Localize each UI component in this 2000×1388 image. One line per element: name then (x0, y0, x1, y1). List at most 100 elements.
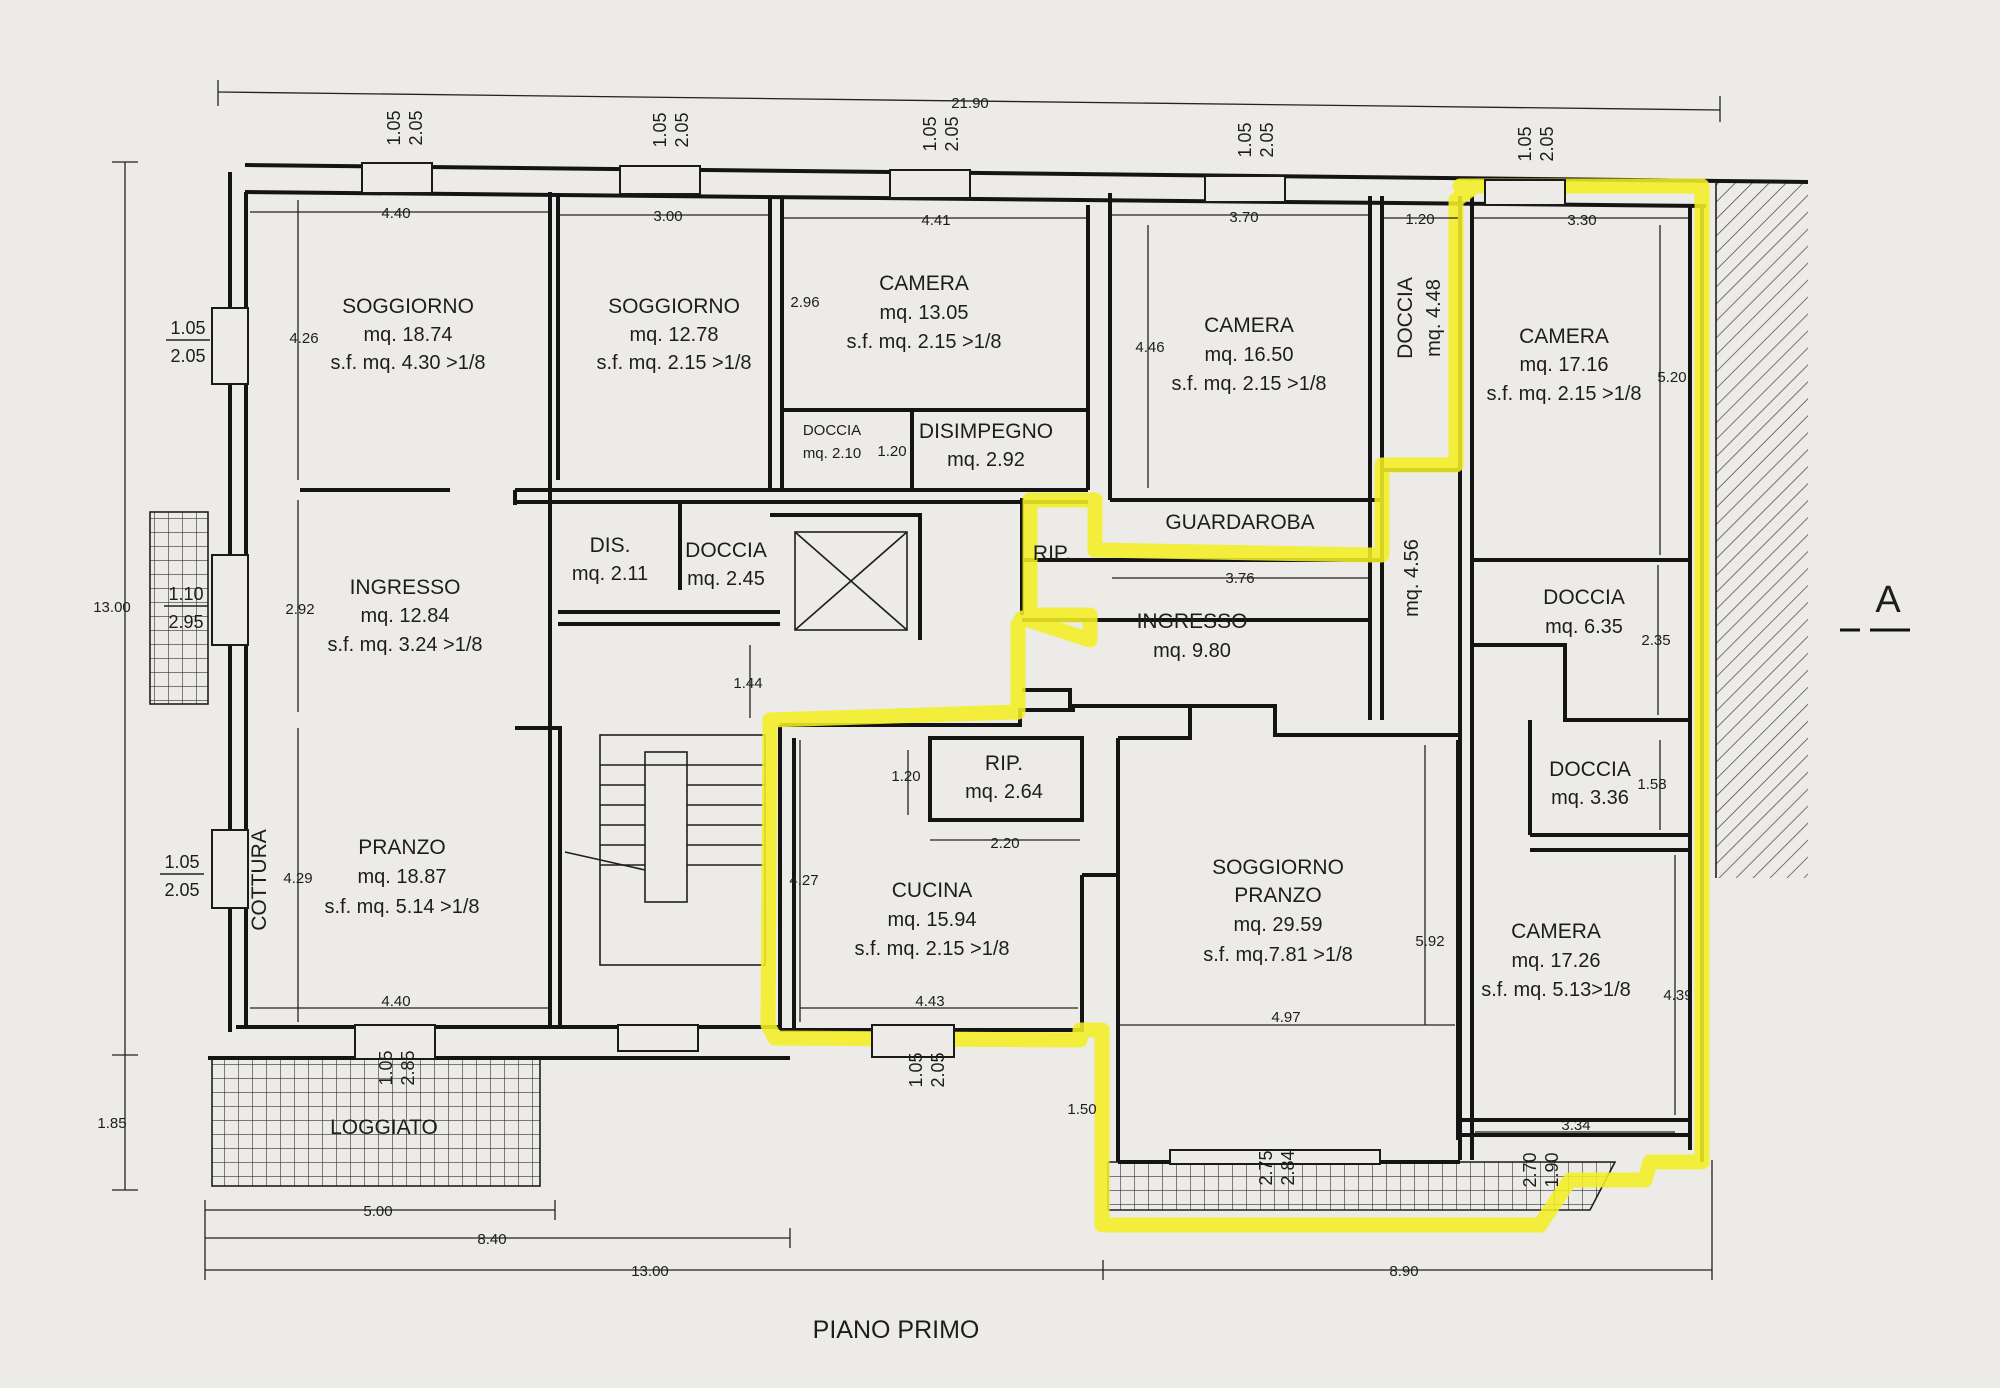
dim-h-doccia-small: 1.20 (877, 443, 906, 460)
section-letter: A (1875, 579, 1901, 621)
dim-w-pranzo: 4.40 (381, 993, 410, 1010)
room-soggiorno-pranzo-name-2: PRANZO (1234, 884, 1322, 907)
room-camera-1-area: mq. 13.05 (880, 302, 969, 324)
stairwell (564, 734, 766, 966)
room-guardaroba-name: GUARDAROBA (1165, 511, 1314, 534)
window-top-2-h: 2.05 (672, 112, 692, 147)
window-left-2-w: 1.10 (168, 584, 203, 604)
room-soggiorno-pranzo-name-1: SOGGIORNO (1212, 856, 1344, 879)
room-rip-1-name: RIP. (1033, 542, 1071, 565)
room-soggiorno-2-name: SOGGIORNO (608, 295, 740, 318)
dim-h-soggiorno-pranzo: 5.92 (1415, 933, 1444, 950)
dimension-lines (112, 80, 1721, 1280)
room-camera-1-sf: s.f. mq. 2.15 >1/8 (846, 331, 1001, 353)
dim-w-ingresso-2: 3.76 (1225, 570, 1254, 587)
plan-title: PIANO PRIMO (813, 1316, 980, 1344)
dim-h-soggiorno-1: 4.26 (289, 330, 318, 347)
dim-overall-top: 21.90 (951, 95, 989, 112)
elevator-shaft (794, 531, 908, 631)
loggia-floor-grid (211, 1057, 541, 1187)
room-soggiorno-pranzo-area: mq. 29.59 (1234, 914, 1323, 936)
room-camera-3-name: CAMERA (1519, 325, 1609, 348)
window-top-3-w: 1.05 (920, 116, 940, 151)
window-bottom-camera-h: 1.90 (1542, 1152, 1562, 1187)
window-bottom-soggiorno-h: 2.84 (1278, 1150, 1298, 1185)
dim-h-camera-2: 4.46 (1135, 339, 1164, 356)
room-soggiorno-2-sf: s.f. mq. 2.15 >1/8 (596, 352, 751, 374)
room-camera-1-name: CAMERA (879, 272, 969, 295)
window-bottom-cucina-h: 2.05 (928, 1052, 948, 1087)
dim-w-soggiorno-pranzo: 4.97 (1271, 1009, 1300, 1026)
left-balcony-grid (149, 511, 209, 705)
room-cucina-area: mq. 15.94 (888, 909, 977, 931)
room-soggiorno-1-sf: s.f. mq. 4.30 >1/8 (330, 352, 485, 374)
dim-bottom-890: 8.90 (1389, 1263, 1418, 1280)
room-doccia-3-name: DOCCIA (1543, 586, 1625, 609)
window-bottom-soggiorno-w: 2.75 (1256, 1150, 1276, 1185)
room-doccia-4-area: mq. 3.36 (1551, 787, 1629, 809)
window-bottom-cucina-w: 1.05 (906, 1052, 926, 1087)
room-cottura-name: COTTURA (248, 829, 271, 931)
window-top-4-w: 1.05 (1235, 122, 1255, 157)
window-top-5-w: 1.05 (1515, 126, 1535, 161)
adjacent-building-hatch (1715, 180, 1808, 878)
room-labels: SOGGIORNO mq. 18.74 s.f. mq. 4.30 >1/8 S… (248, 272, 1642, 1139)
room-soggiorno-2-area: mq. 12.78 (630, 324, 719, 346)
window-bottom-camera-w: 2.70 (1520, 1152, 1540, 1187)
room-disimpegno-area: mq. 2.92 (947, 449, 1025, 471)
window-left-3-h: 2.05 (164, 880, 199, 900)
room-camera-3-sf: s.f. mq. 2.15 >1/8 (1486, 383, 1641, 405)
window-top-2-w: 1.05 (650, 112, 670, 147)
room-ingresso-1-sf: s.f. mq. 3.24 >1/8 (327, 634, 482, 656)
room-camera-3-area: mq. 17.16 (1520, 354, 1609, 376)
window-top-3-h: 2.05 (942, 116, 962, 151)
dim-w-cucina: 4.43 (915, 993, 944, 1010)
window-left-1-w: 1.05 (170, 318, 205, 338)
dim-h-stair: 1.44 (733, 675, 762, 692)
dim-h-camera-4: 4.39 (1663, 987, 1692, 1004)
room-doccia-2-name: DOCCIA (685, 539, 767, 562)
room-dis-name: DIS. (590, 534, 631, 557)
window-openings (211, 162, 1566, 1165)
room-corridor-area: mq. 4.56 (1401, 539, 1423, 617)
unit-boundary-highlight (760, 178, 1710, 1233)
room-cucina-name: CUCINA (892, 879, 973, 902)
window-top-1-h: 2.05 (406, 110, 426, 145)
dim-h-camera-3: 5.20 (1657, 369, 1686, 386)
dim-h-doccia-4: 1.58 (1637, 776, 1666, 793)
room-pranzo-sf: s.f. mq. 5.14 >1/8 (324, 896, 479, 918)
dim-w-camera-4: 3.34 (1561, 1117, 1590, 1134)
room-camera-2-area: mq. 16.50 (1205, 344, 1294, 366)
room-cucina-sf: s.f. mq. 2.15 >1/8 (854, 938, 1009, 960)
room-camera-4-sf: s.f. mq. 5.13>1/8 (1481, 979, 1631, 1001)
dim-w-camera-1: 4.41 (921, 212, 950, 229)
room-rip-2-area: mq. 2.64 (965, 781, 1043, 803)
room-doccia-3-area: mq. 6.35 (1545, 616, 1623, 638)
dim-h-camera-1: 2.96 (790, 294, 819, 311)
window-top-4-h: 2.05 (1257, 122, 1277, 157)
room-pranzo-area: mq. 18.87 (358, 866, 447, 888)
dim-h-pranzo: 4.29 (283, 870, 312, 887)
room-soggiorno-pranzo-sf: s.f. mq.7.81 >1/8 (1203, 944, 1353, 966)
room-doccia-vert-area: mq. 4.48 (1423, 279, 1445, 357)
window-left-1-h: 2.05 (170, 346, 205, 366)
dim-left-bottom: 1.85 (97, 1115, 126, 1132)
dim-bottom-840: 8.40 (477, 1231, 506, 1248)
dim-overall-left: 13.00 (93, 599, 131, 616)
window-labels: 1.05 2.05 1.05 2.05 1.05 2.05 1.05 2.05 … (160, 110, 1562, 1188)
room-doccia-4-name: DOCCIA (1549, 758, 1631, 781)
dim-h-rip-2: 1.20 (891, 768, 920, 785)
window-top-1-w: 1.05 (384, 110, 404, 145)
dim-w-rip-2: 2.20 (990, 835, 1019, 852)
room-doccia-small-name: DOCCIA (803, 422, 861, 439)
room-ingresso-2-area: mq. 9.80 (1153, 640, 1231, 662)
room-loggiato-name: LOGGIATO (330, 1116, 438, 1139)
dim-w-doccia-vert: 1.20 (1405, 211, 1434, 228)
dim-w-soggiorno-1: 4.40 (381, 205, 410, 222)
window-top-5-h: 2.05 (1537, 126, 1557, 161)
room-pranzo-name: PRANZO (358, 836, 446, 859)
room-ingresso-1-area: mq. 12.84 (361, 605, 450, 627)
room-camera-2-sf: s.f. mq. 2.15 >1/8 (1171, 373, 1326, 395)
window-bottom-loggia-w: 1.05 (376, 1050, 396, 1085)
